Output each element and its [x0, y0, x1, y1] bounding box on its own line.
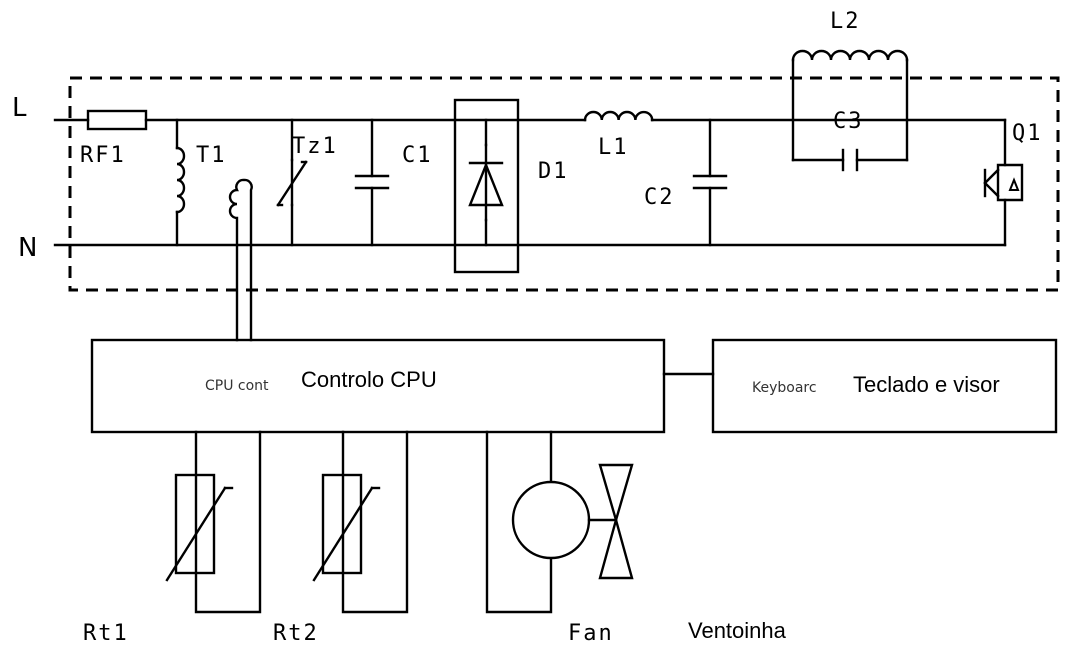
fan-overlay-text: Ventoinha: [688, 618, 787, 643]
cpu-overlay-text: Controlo CPU: [301, 367, 437, 392]
igbt-q1: [983, 118, 1024, 247]
label-fan: Fan: [568, 621, 614, 646]
label-tz1: Tz1: [292, 134, 338, 159]
label-t1: T1: [196, 143, 227, 168]
cpu-original-text: CPU cont: [205, 378, 269, 394]
capacitor-c1: [354, 118, 390, 247]
bridge-rectifier-d1: [453, 98, 520, 274]
keyboard-display-block: [711, 338, 1058, 434]
keyboard-original-text: Keyboarc: [752, 380, 817, 396]
fuse-rf1: [86, 109, 148, 131]
thermistor-rt2: [312, 430, 409, 614]
power-board-boundary: [68, 76, 1060, 292]
label-c3: C3: [833, 109, 864, 134]
transformer-t1-secondary: [228, 178, 253, 342]
inductor-l1: [583, 110, 654, 122]
label-rt1: Rt1: [83, 621, 129, 646]
capacitor-c2: [692, 118, 728, 247]
label-d1: D1: [538, 159, 569, 184]
keyboard-overlay-text: Teclado e visor: [853, 372, 1000, 397]
label-l2: L2: [830, 9, 861, 34]
label-q1: Q1: [1012, 121, 1043, 146]
label-c1: C1: [402, 143, 433, 168]
label-c2: C2: [644, 185, 675, 210]
label-neutral-n: N: [18, 233, 37, 263]
fan-motor: [485, 430, 634, 614]
label-line-l: L: [12, 93, 27, 123]
label-rf1: RF1: [80, 143, 126, 168]
resonant-tank-l2-c3: [791, 49, 909, 172]
varistor-tz1: [276, 118, 308, 247]
label-l1: L1: [598, 135, 629, 160]
transformer-t1-primary: [175, 118, 186, 247]
label-rt2: Rt2: [273, 621, 319, 646]
cpu-control-block: [90, 338, 666, 434]
thermistor-rt1: [165, 430, 262, 614]
